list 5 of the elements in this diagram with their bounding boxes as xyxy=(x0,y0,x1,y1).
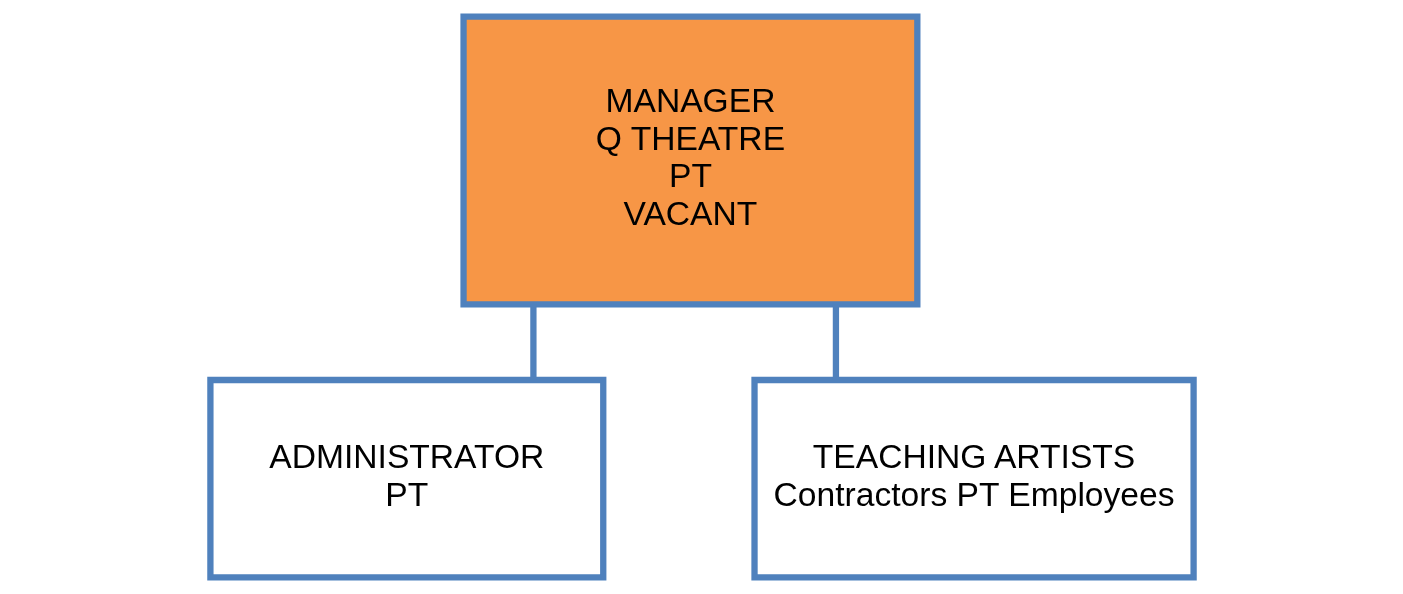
node-box: ADMINISTRATOR PT xyxy=(206,376,606,581)
connector xyxy=(529,304,537,380)
node-box: MANAGER Q THEATRE PT VACANT xyxy=(459,13,920,308)
node-box: TEACHING ARTISTS Contractors PT Employees xyxy=(750,376,1197,581)
connector xyxy=(832,304,839,380)
